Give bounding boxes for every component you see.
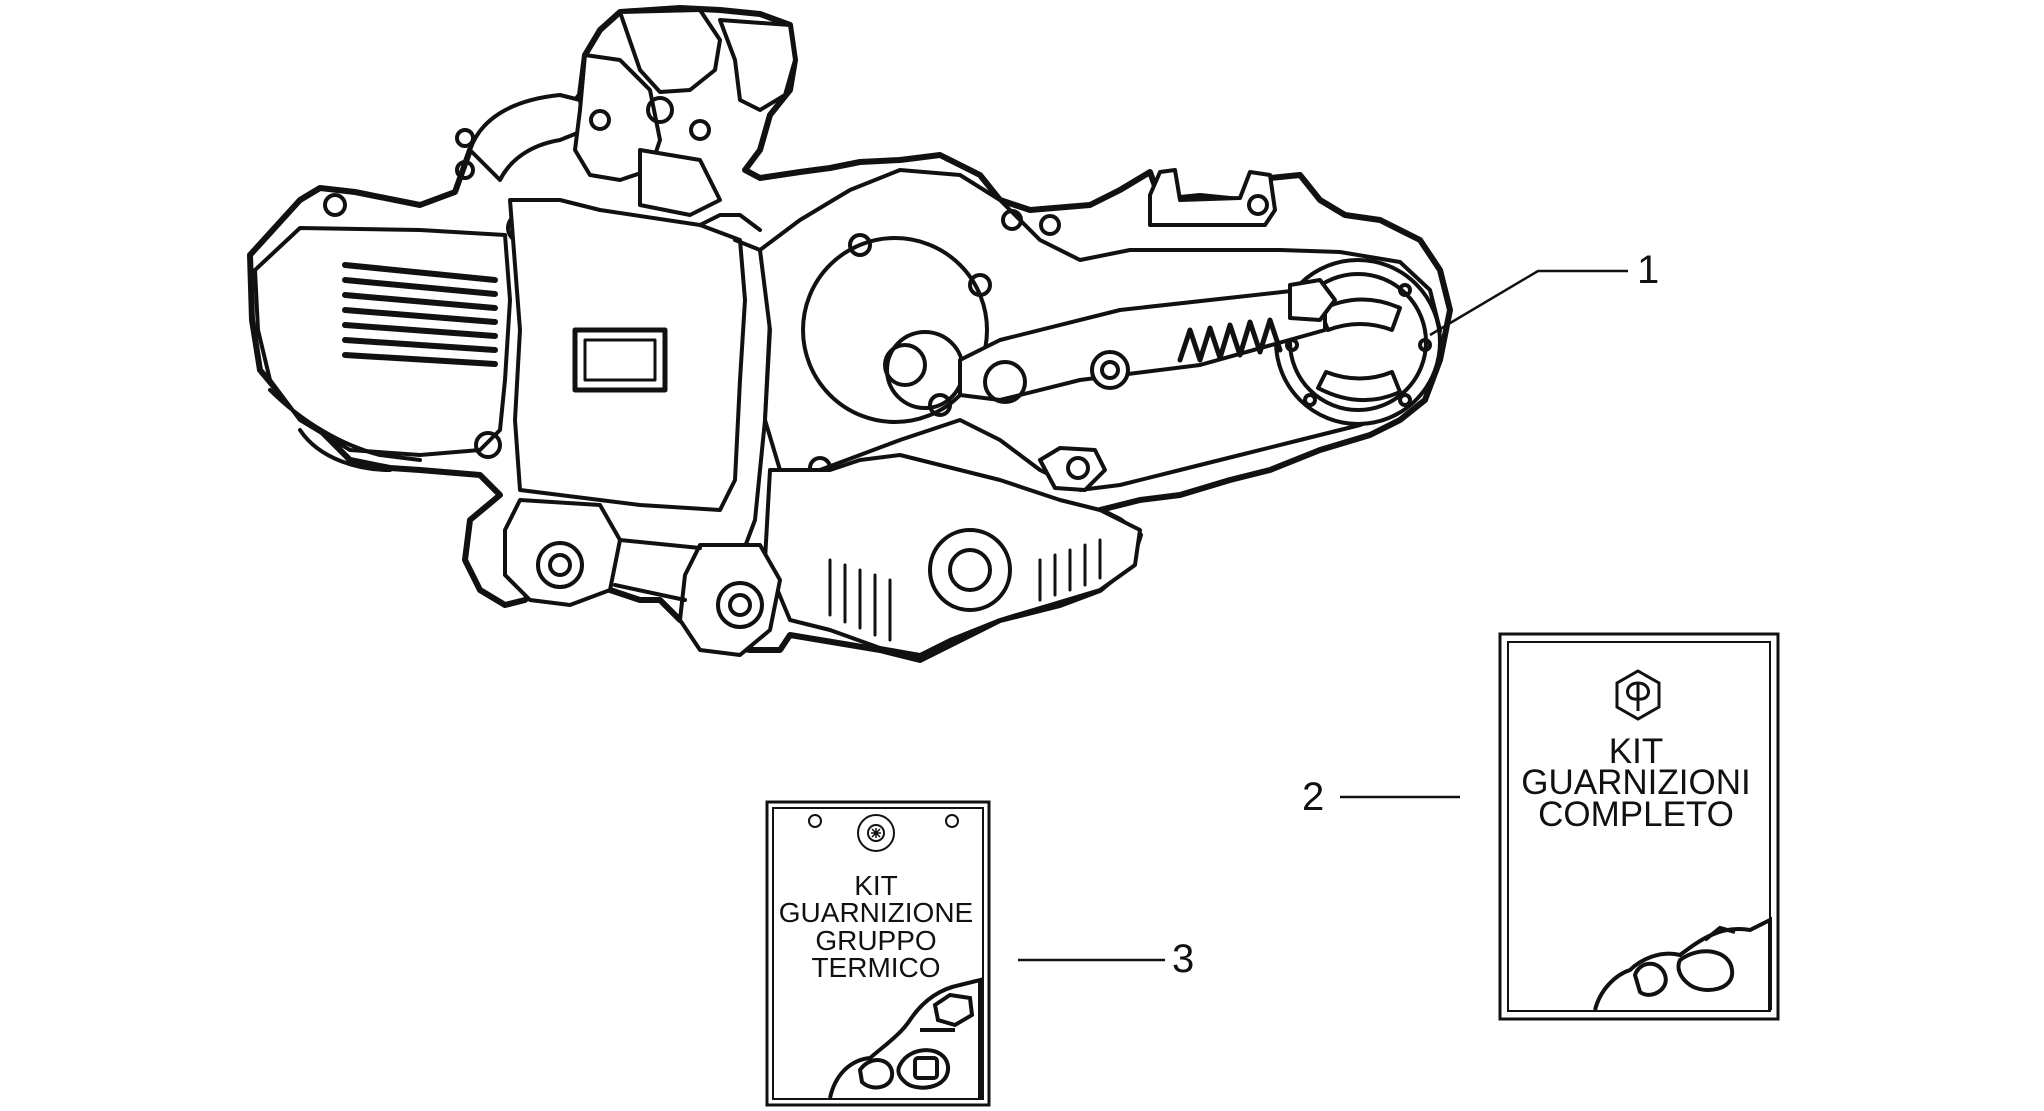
cooling-fins	[342, 262, 498, 367]
kit2-line-2: GUARNIZIONI	[1521, 763, 1750, 802]
kit-guarnizione-gruppo-termico-package: KIT GUARNIZIONE GRUPPO TERMICO	[765, 800, 991, 1107]
kit2-line-3: COMPLETO	[1538, 795, 1734, 834]
callout-2-number: 2	[1302, 775, 1324, 819]
engine-assembly-drawing	[247, 5, 1453, 663]
callout-3-number: 3	[1172, 937, 1194, 981]
kick-spring	[1177, 317, 1283, 363]
kit2-inner-frame	[1507, 641, 1771, 1012]
kit3-outer-frame	[765, 800, 991, 1107]
kit3-line-3: GRUPPO	[815, 925, 936, 956]
callouts	[1018, 269, 1628, 962]
kit2-brand-logo	[1615, 669, 1661, 721]
cylinder-head	[508, 198, 747, 512]
kit-guarnizioni-completo-package: KIT GUARNIZIONI COMPLETO	[1498, 632, 1780, 1021]
front-mount-lug	[503, 498, 622, 607]
kit3-line-1: KIT	[854, 870, 898, 901]
kit2-gasket-illustration	[1593, 916, 1772, 1011]
kit3-line-4: TERMICO	[811, 952, 940, 983]
kick-start-lever	[958, 288, 1327, 402]
callout-1-number: 1	[1637, 248, 1659, 292]
kit3-inner-frame	[772, 807, 984, 1100]
callout-1-leader	[1429, 269, 1628, 337]
kit2-line-1: KIT	[1609, 732, 1663, 771]
kit3-gasket-illustration	[828, 977, 982, 1099]
kit3-brand-logo	[857, 814, 895, 852]
kit3-line-2: GUARNIZIONE	[779, 897, 973, 928]
swing-pivot	[928, 528, 1012, 612]
